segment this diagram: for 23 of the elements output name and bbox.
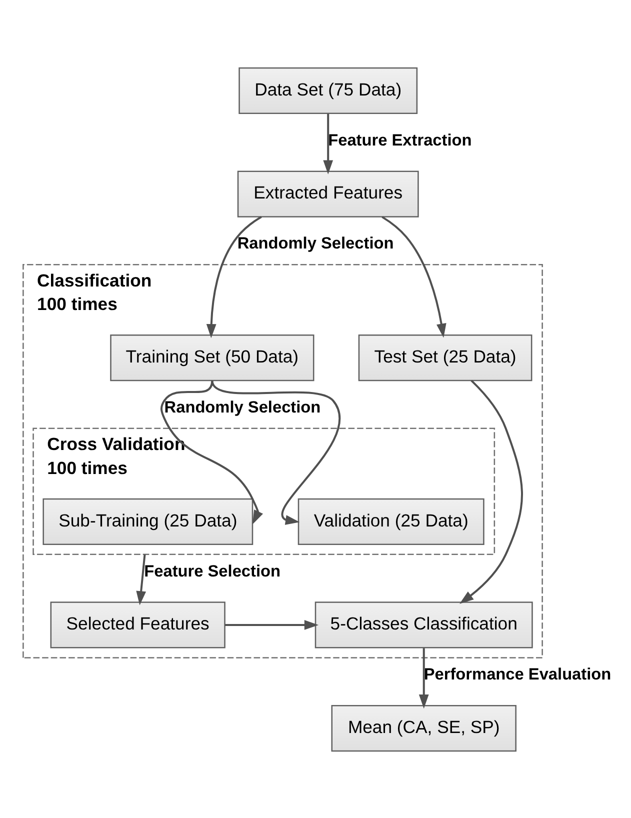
edge-label: Performance Evaluation (424, 665, 612, 684)
arrow (382, 216, 446, 338)
arrow (136, 554, 146, 605)
node-box: Selected Features (50, 601, 226, 648)
edge-label: Feature Selection (144, 562, 281, 580)
arrow (224, 620, 319, 630)
node-box: 5-Classes Classification (314, 601, 533, 648)
node-box: Mean (CA, SE, SP) (331, 704, 516, 752)
edge-label: Feature Extraction (328, 130, 472, 149)
node-box: Validation (25 Data) (298, 498, 484, 544)
node-box: Training Set (50 Data) (110, 334, 314, 381)
arrow (460, 379, 523, 604)
arrow (323, 113, 334, 174)
node-box: Test Set (25 Data) (358, 334, 532, 381)
node-box: Data Set (75 Data) (238, 66, 418, 114)
arrow (211, 380, 340, 524)
edge-label: Randomly Selection (237, 234, 394, 252)
arrow (418, 648, 429, 708)
node-box: Extracted Features (237, 170, 419, 217)
edge-label: Randomly Selection (164, 398, 321, 416)
arrow (206, 215, 262, 338)
arrow (160, 380, 264, 524)
node-box: Sub-Training (25 Data) (42, 498, 254, 544)
